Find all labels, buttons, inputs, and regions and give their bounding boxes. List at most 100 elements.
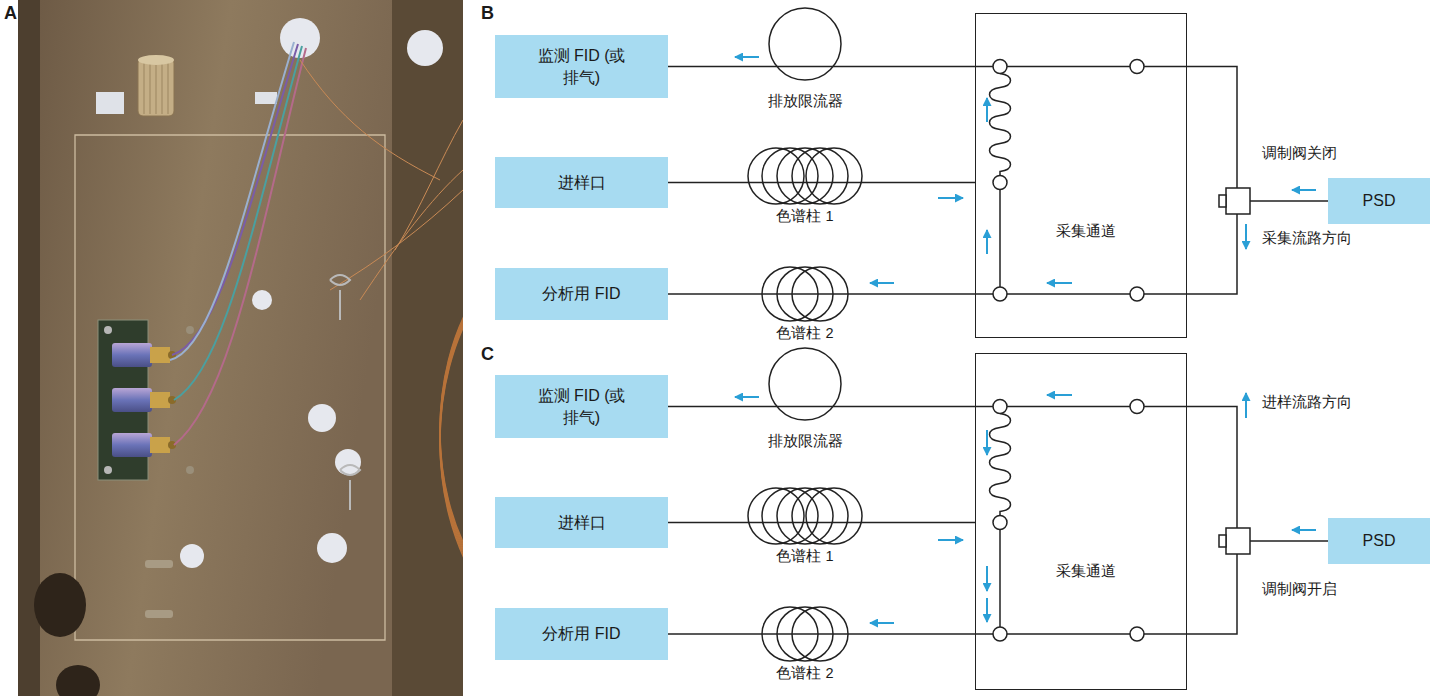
- rect: [150, 347, 170, 363]
- ellipse: [440, 240, 463, 644]
- wire-bundle: [170, 42, 306, 445]
- part-label: 色谱柱 1: [776, 207, 833, 225]
- line: [150, 60, 151, 114]
- ellipse: [440, 240, 463, 620]
- path: [330, 275, 350, 320]
- panel-letter: B: [481, 2, 494, 25]
- ellipse: [777, 148, 833, 204]
- hole-plug: [180, 544, 204, 568]
- circle: [993, 287, 1007, 301]
- path: [340, 465, 360, 510]
- panel-letter: C: [481, 343, 494, 366]
- path: [300, 60, 440, 180]
- path: [330, 190, 463, 290]
- line: [1245, 224, 1247, 249]
- line: [986, 430, 988, 455]
- path: [174, 46, 302, 400]
- panel-letter: A: [4, 2, 17, 25]
- tube-stub: [145, 560, 173, 568]
- tape-square: [96, 92, 124, 114]
- psd-box: PSD: [1328, 178, 1430, 224]
- box-label: 监测 FID (或排气): [534, 385, 630, 428]
- line: [1047, 282, 1072, 284]
- box-label: PSD: [1363, 190, 1396, 212]
- inlet-box: 进样口: [495, 157, 668, 208]
- line: [735, 56, 759, 58]
- restrictor-coil: [769, 8, 841, 80]
- collection-channel-coil: [990, 74, 1011, 183]
- circle: [1130, 60, 1144, 74]
- rect: [112, 388, 152, 412]
- hole-plug: [335, 449, 361, 475]
- part-label: 排放限流器: [768, 432, 843, 450]
- engraved-outline: [75, 135, 385, 640]
- path: [174, 48, 306, 445]
- rect: [1219, 195, 1226, 207]
- path: [395, 120, 463, 250]
- channel-label: 采集通道: [1056, 221, 1116, 241]
- rect: [150, 437, 170, 453]
- ellipse: [440, 240, 463, 636]
- circle: [104, 466, 112, 474]
- pipe-line: [668, 633, 975, 635]
- circle: [104, 326, 112, 334]
- circle: [993, 176, 1007, 190]
- rect: [1226, 188, 1250, 214]
- line: [156, 60, 157, 114]
- internal-channels: [975, 67, 1237, 295]
- device-photo: [18, 0, 463, 696]
- pipe-line: [1187, 67, 1328, 202]
- switching-device: 采集通道: [975, 353, 1187, 690]
- box-label: 监测 FID (或排气): [534, 45, 630, 88]
- pipe-line: [668, 293, 975, 295]
- circle: [993, 60, 1007, 74]
- metal-plate: [40, 0, 392, 696]
- psd-box: PSD: [1328, 518, 1430, 564]
- line: [1292, 529, 1316, 531]
- part-label: 排放限流器: [768, 92, 843, 110]
- ellipse: [440, 240, 463, 632]
- pipe-line: [668, 406, 975, 408]
- rect: [112, 433, 152, 457]
- ellipse: [806, 148, 862, 204]
- ellipse: [440, 240, 463, 628]
- path: [360, 170, 463, 300]
- ellipse: [792, 148, 848, 204]
- path: [975, 214, 1237, 294]
- line: [938, 197, 963, 199]
- photo-background: [18, 0, 463, 696]
- line: [986, 598, 988, 622]
- line: [938, 539, 963, 541]
- hole-plug: [317, 533, 347, 563]
- detector-box: 监测 FID (或排气): [495, 35, 668, 98]
- pipe-line: [668, 182, 975, 184]
- line: [870, 622, 894, 624]
- box-label: 进样口: [558, 172, 606, 194]
- pipe-line: [668, 66, 975, 68]
- pipe-line: [668, 522, 975, 524]
- line: [144, 60, 145, 114]
- circuit-board: [98, 320, 194, 480]
- rect: [112, 343, 152, 367]
- flow-arrows: [735, 57, 1316, 283]
- copper-strands: [300, 60, 463, 300]
- part-label: 色谱柱 2: [776, 324, 833, 342]
- box-label: PSD: [1363, 530, 1396, 552]
- part-label: 调制阀开启: [1262, 580, 1337, 599]
- plumbing: [748, 8, 1250, 321]
- pipe-line: [1187, 407, 1328, 542]
- tape-square: [255, 92, 277, 104]
- switching-device: 采集通道: [975, 13, 1187, 338]
- box-label: 分析用 FID: [542, 283, 620, 305]
- ellipse: [440, 240, 463, 624]
- port-circles: [993, 60, 1144, 302]
- part-label: 色谱柱 2: [776, 664, 833, 682]
- line: [1245, 393, 1247, 418]
- ellipse: [748, 148, 804, 204]
- tube-stub: [145, 610, 173, 618]
- line: [986, 98, 988, 122]
- ellipse: [440, 240, 463, 640]
- knurled-knob: [138, 55, 174, 116]
- path: [170, 42, 294, 360]
